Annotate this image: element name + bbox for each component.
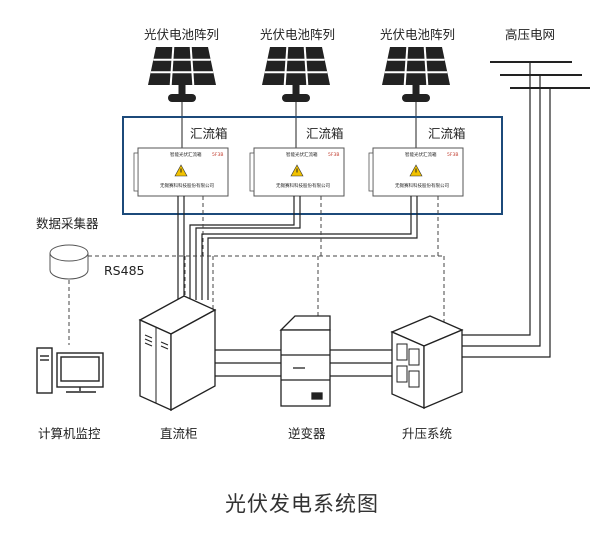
rs485-label: RS485 bbox=[104, 263, 145, 278]
combiner-box-maker-1: 无锡赛科科技股份有限公司 bbox=[160, 182, 214, 189]
inverter-label: 逆变器 bbox=[288, 426, 326, 441]
combiner-box-maker-3: 无锡赛科科技股份有限公司 bbox=[395, 182, 449, 189]
diagram-title: 光伏发电系统图 bbox=[225, 492, 379, 516]
computer-label: 计算机监控 bbox=[38, 426, 101, 441]
solar-panel-2-icon bbox=[261, 46, 331, 103]
combiner-box-title-3: 智能光伏汇流箱 bbox=[405, 151, 437, 158]
data-collector-icon bbox=[49, 244, 89, 280]
combiner-label-1: 汇流箱 bbox=[190, 126, 228, 141]
combiner-box-brand-2: 5F3B bbox=[328, 152, 339, 158]
booster-system-icon bbox=[390, 315, 464, 409]
panel-label-1: 光伏电池阵列 bbox=[144, 27, 220, 42]
inverter-icon bbox=[279, 315, 331, 407]
combiner-box-brand-3: 5F3B bbox=[447, 152, 458, 158]
solar-panel-3-icon bbox=[381, 46, 451, 103]
combiner-box-maker-2: 无锡赛科科技股份有限公司 bbox=[276, 182, 330, 189]
panel-label-3: 光伏电池阵列 bbox=[380, 27, 456, 42]
combiner-label-2: 汇流箱 bbox=[306, 126, 344, 141]
dc-cabinet-label: 直流柜 bbox=[160, 426, 198, 441]
computer-monitor-icon bbox=[36, 347, 104, 394]
booster-label: 升压系统 bbox=[402, 426, 453, 441]
combiner-label-3: 汇流箱 bbox=[428, 126, 466, 141]
panel-label-2: 光伏电池阵列 bbox=[260, 27, 336, 42]
dc-cabinet-icon bbox=[138, 295, 217, 412]
combiner-group-frame bbox=[122, 116, 503, 215]
grid-label: 高压电网 bbox=[505, 27, 556, 42]
combiner-box-title-1: 智能光伏汇流箱 bbox=[170, 151, 202, 158]
data-collector-label: 数据采集器 bbox=[36, 216, 99, 231]
combiner-box-title-2: 智能光伏汇流箱 bbox=[286, 151, 318, 158]
solar-panel-1-icon bbox=[147, 46, 217, 103]
combiner-box-brand-1: 5F3B bbox=[212, 152, 223, 158]
